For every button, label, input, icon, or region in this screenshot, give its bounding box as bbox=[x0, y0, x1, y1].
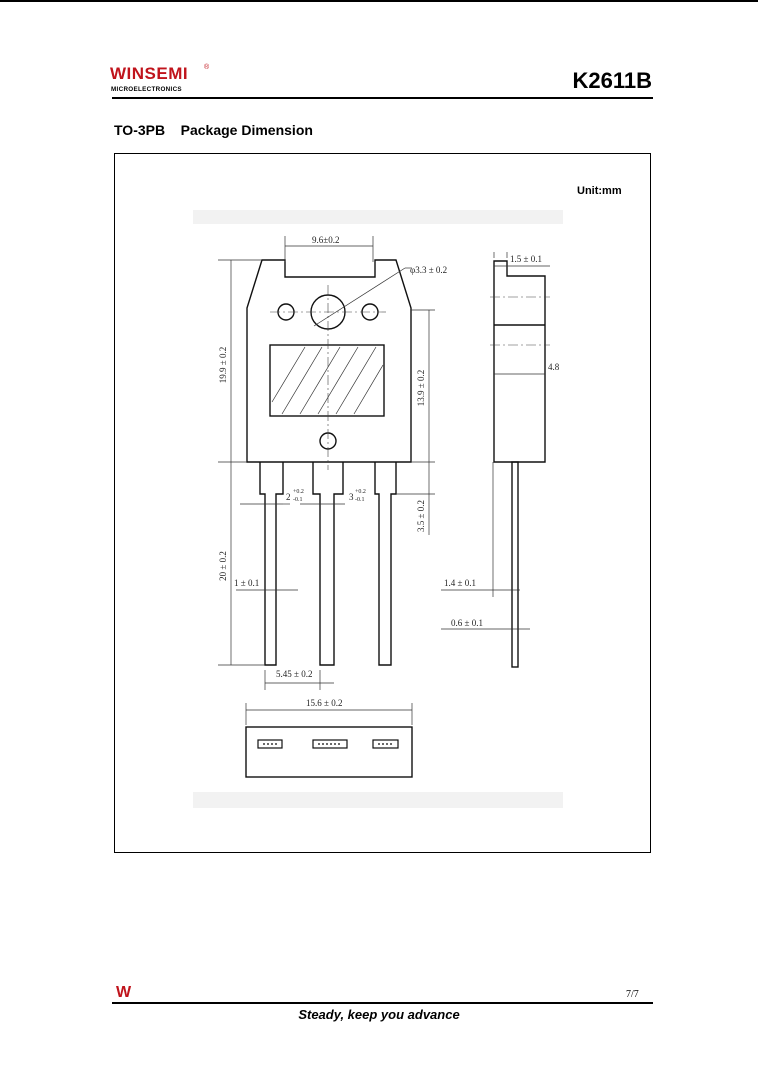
left-lead bbox=[259, 462, 284, 666]
dim-shoulder-height: 3.5 ± 0.2 bbox=[416, 500, 426, 532]
part-number: K2611B bbox=[572, 68, 652, 93]
dim-pin-width-left: 2 bbox=[286, 492, 291, 502]
dim-side-lead: 1.4 ± 0.1 bbox=[444, 578, 476, 588]
dimension-lines bbox=[218, 236, 550, 725]
page-number: 7/7 bbox=[626, 989, 639, 1000]
side-view-body bbox=[493, 260, 546, 463]
right-lead bbox=[374, 462, 397, 666]
dim-hole-diameter: φ3.3 ± 0.2 bbox=[410, 265, 447, 275]
winsemi-logo: WINSEMI ® MICROELECTRONICS bbox=[110, 64, 220, 98]
header-rule bbox=[112, 97, 653, 99]
scan-band-top bbox=[193, 210, 563, 224]
footer-tagline: Steady, keep you advance bbox=[298, 1007, 460, 1022]
dim-window-height: 13.9 ± 0.2 bbox=[416, 370, 426, 406]
dim-pin-tol-left: +0.2 bbox=[293, 489, 304, 495]
dim-top-width: 9.6±0.2 bbox=[312, 235, 339, 245]
dim-tab-thickness: 1.5 ± 0.1 bbox=[510, 254, 542, 264]
bottom-view-body bbox=[245, 726, 413, 778]
logo-registered-mark: ® bbox=[204, 64, 210, 71]
dim-pin-tol-mid: +0.2 bbox=[355, 489, 366, 495]
top-border-line bbox=[0, 0, 758, 2]
footer-rule bbox=[112, 1002, 653, 1004]
footer-logo: W bbox=[116, 984, 132, 1001]
package-body-outline bbox=[246, 259, 412, 463]
middle-lead bbox=[312, 462, 344, 666]
side-view-lead bbox=[511, 461, 519, 668]
die-window bbox=[269, 344, 385, 417]
dim-lead-width: 1 ± 0.1 bbox=[234, 578, 259, 588]
unit-label: Unit:mm bbox=[577, 185, 622, 197]
bottom-pin-slots bbox=[257, 739, 399, 749]
dim-pin-tol-mid2: -0.1 bbox=[355, 497, 365, 503]
dim-total-width: 15.6 ± 0.2 bbox=[306, 698, 342, 708]
section-title: TO-3PB Package Dimension bbox=[114, 122, 313, 138]
dim-pitch: 5.45 ± 0.2 bbox=[276, 669, 312, 679]
dim-lead-thickness: 0.6 ± 0.1 bbox=[451, 618, 483, 628]
centerlines bbox=[270, 285, 550, 470]
window-hatch bbox=[271, 346, 384, 415]
drawing-frame bbox=[114, 153, 651, 853]
dim-pin-tol-left2: -0.1 bbox=[293, 497, 303, 503]
scan-band-bottom bbox=[193, 792, 563, 808]
dim-pin-width-mid: 3 bbox=[349, 492, 354, 502]
dim-body-height: 19.9 ± 0.2 bbox=[218, 347, 228, 383]
logo-subtitle: MICROELECTRONICS bbox=[111, 86, 182, 93]
dim-body-thickness: 4.8 bbox=[548, 362, 560, 372]
logo-name: WINSEMI bbox=[110, 64, 189, 83]
dim-lead-length: 20 ± 0.2 bbox=[218, 551, 228, 581]
